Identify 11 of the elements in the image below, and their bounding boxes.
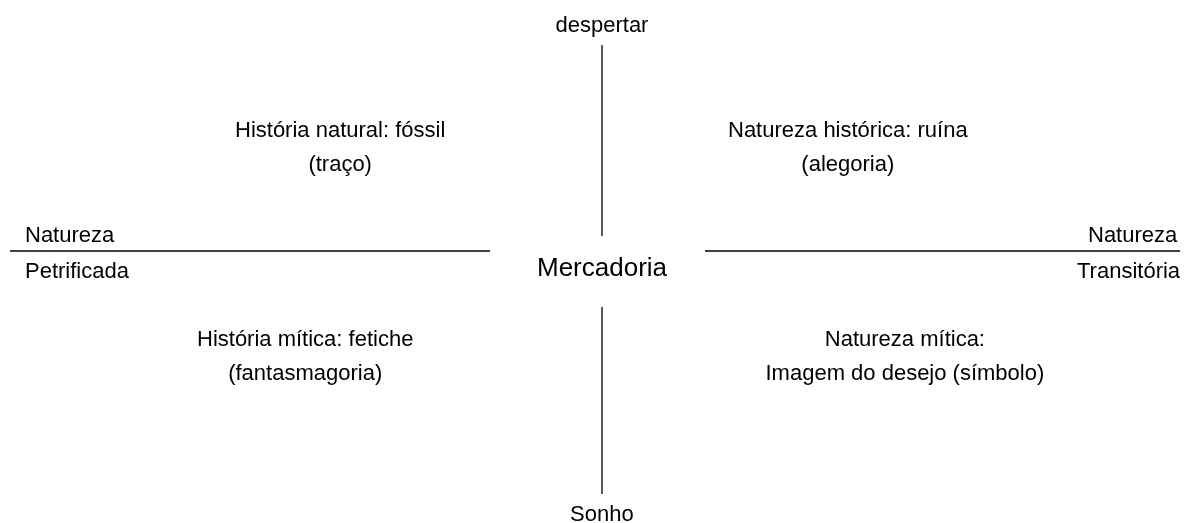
quadrant-label: Natureza mítica: Imagem do desejo (símbolo) (765, 325, 1045, 387)
quadrant-label: Natureza histórica: ruína (alegoria) (728, 116, 968, 178)
axis-label: Transitória (1077, 257, 1181, 285)
axis-label: Sonho (570, 500, 634, 523)
quadrant-label: História natural: fóssil (traço) (235, 116, 446, 178)
quadrant-label: História mítica: fetiche (fantasmagoria) (197, 325, 414, 387)
axis-label: Petrificada (25, 257, 129, 285)
axis-label: Natureza (1088, 221, 1178, 249)
axis-label: despertar (555, 11, 649, 39)
axis-label: Natureza (25, 221, 115, 249)
center-label: Mercadoria (537, 251, 668, 284)
